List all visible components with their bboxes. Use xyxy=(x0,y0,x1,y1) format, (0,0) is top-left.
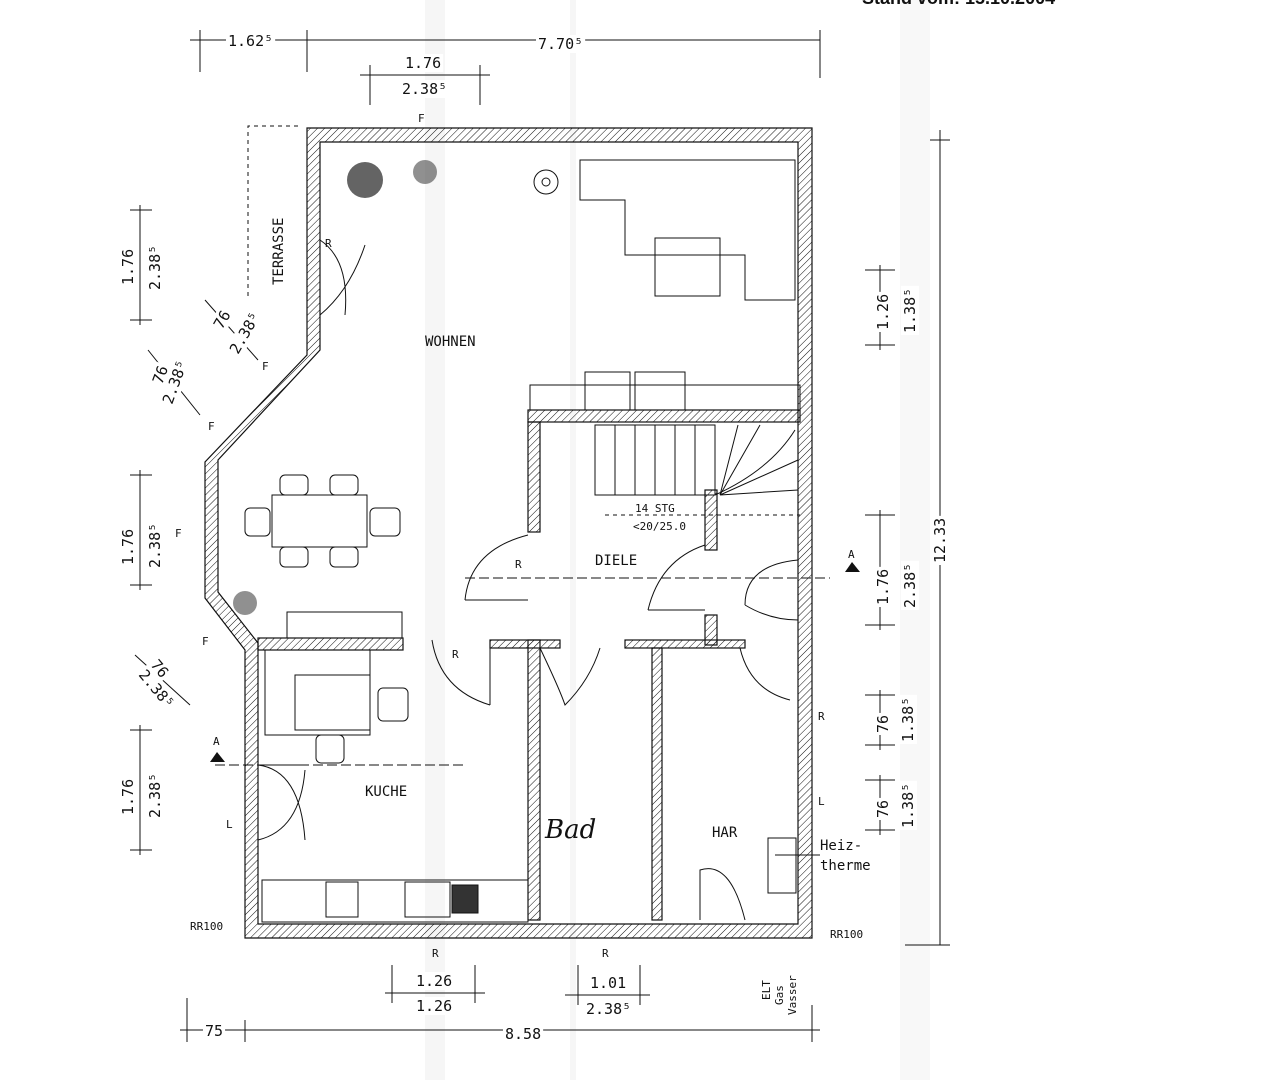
rr100-left: RR100 xyxy=(190,920,223,933)
dimension-label-backing xyxy=(119,526,137,567)
section-arrow-right-icon xyxy=(845,562,860,572)
dimension-label-backing xyxy=(536,35,586,53)
dimension-label-backing xyxy=(145,654,174,683)
dimension-label-backing xyxy=(414,972,455,990)
dimension-label-backing xyxy=(146,770,164,820)
stairs-ratio: <20/25.0 xyxy=(633,520,686,533)
dim-top-window-height: 2.38⁵ xyxy=(402,80,447,98)
dim-left2-height: 2.38⁵ xyxy=(146,523,164,568)
dim-left3-height: 2.38⁵ xyxy=(146,773,164,818)
dimension-label-backing xyxy=(874,712,892,735)
dimension-label-backing xyxy=(901,560,919,610)
dimension-label-backing xyxy=(208,305,236,334)
date-stamp: Stand vom: 15.10.2004 xyxy=(862,0,1055,8)
room-label-terrasse: TERRASSE xyxy=(271,218,287,285)
window-mark-f: F xyxy=(262,360,269,373)
room-label-bad: Bad xyxy=(544,815,596,845)
dim-right4-width: 76 xyxy=(874,800,892,818)
terrace-outline xyxy=(247,125,298,300)
section-arrow-left-icon xyxy=(210,752,225,762)
dimension-label-backing xyxy=(146,520,164,570)
room-label-wohnen: WOHNEN xyxy=(425,334,476,350)
window-mark-r: R xyxy=(432,947,439,960)
dim-right2-height: 2.38⁵ xyxy=(901,563,919,608)
dim-bottom1-width: 1.26 xyxy=(416,972,452,990)
plants xyxy=(233,160,437,615)
exterior-walls xyxy=(204,127,813,939)
room-label-kueche: KUCHE xyxy=(365,784,407,800)
dimension-label-backing xyxy=(226,32,276,50)
dimension-label-backing xyxy=(414,997,455,1015)
dimension-label-backing xyxy=(899,694,917,744)
dimension-label-backing xyxy=(203,1022,226,1040)
dimension-label-backing xyxy=(503,1025,544,1043)
dim-left1-height: 2.38⁵ xyxy=(146,245,164,290)
window-mark-f: F xyxy=(175,527,182,540)
dim-bottom2-width: 1.01 xyxy=(590,974,626,992)
room-label-diele: DIELE xyxy=(595,553,637,569)
utility-wasser: Vasser xyxy=(786,975,799,1015)
window-mark-r: R xyxy=(602,947,609,960)
dim-right1-width: 1.26 xyxy=(874,294,892,330)
dimension-label-backing xyxy=(588,974,629,992)
stairs-steps: 14 STG xyxy=(635,502,675,515)
utility-elt: ELT xyxy=(760,980,773,1000)
heiztherme-label-1: Heiz- xyxy=(820,838,862,854)
section-label-right: A xyxy=(848,548,855,561)
dim-left1-width: 1.76 xyxy=(119,249,137,285)
scan-artifacts xyxy=(425,0,930,1080)
furniture xyxy=(244,159,820,923)
rr100-right: RR100 xyxy=(830,928,863,941)
dim-bottom2-height: 2.38⁵ xyxy=(586,1000,631,1018)
dimension-label-backing xyxy=(119,776,137,817)
dimension-label-backing xyxy=(158,355,192,409)
dimension-label-backing xyxy=(931,515,949,565)
door-mark-r: R xyxy=(452,648,459,661)
dimension-label-backing xyxy=(400,80,450,98)
window-mark-l: L xyxy=(818,795,825,808)
dimension-label-backing xyxy=(133,664,180,714)
dimension-label-backing xyxy=(874,291,892,332)
dim-right4-height: 1.38⁵ xyxy=(899,783,917,828)
dim-right2-width: 1.76 xyxy=(874,569,892,605)
door-mark-r: R xyxy=(325,237,332,250)
dim-right3-width: 76 xyxy=(874,715,892,733)
window-mark-f: F xyxy=(202,635,209,648)
dim-right3-height: 1.38⁵ xyxy=(899,697,917,742)
doors xyxy=(257,239,799,921)
dim-diag1-width: 76 xyxy=(210,307,235,332)
dim-right1-height: 1.38⁵ xyxy=(901,288,919,333)
window-mark-f: F xyxy=(208,420,215,433)
heiztherme-label-2: therme xyxy=(820,858,871,874)
dimension-label-backing xyxy=(119,246,137,287)
interior-walls xyxy=(257,409,801,921)
dim-bottom1-height: 1.26 xyxy=(416,997,452,1015)
dim-left2-width: 1.76 xyxy=(119,529,137,565)
dimension-label-backing xyxy=(874,797,892,820)
room-label-har: HAR xyxy=(712,825,738,841)
door-mark-r: R xyxy=(515,558,522,571)
door-mark-r: R xyxy=(818,710,825,723)
dim-left3-width: 1.76 xyxy=(119,779,137,815)
dim-top-left: 1.62⁵ xyxy=(228,32,273,50)
dimension-label-backing xyxy=(899,780,917,830)
utility-gas: Gas xyxy=(773,985,786,1005)
dim-right-total: 12.33 xyxy=(931,518,949,563)
dim-bottom-left: 75 xyxy=(205,1022,223,1040)
dimension-label-backing xyxy=(874,566,892,607)
dim-top-total: 7.70⁵ xyxy=(538,35,583,53)
section-label-left: A xyxy=(213,735,220,748)
dim-bottom-total: 8.58 xyxy=(505,1025,541,1043)
staircase xyxy=(594,424,800,516)
dim-top-window-width: 1.76 xyxy=(405,54,441,72)
dimension-label-backing xyxy=(901,285,919,335)
dimension-label-backing xyxy=(146,242,164,292)
dimension-label-backing xyxy=(584,1000,634,1018)
window-mark-l: L xyxy=(226,818,233,831)
dimension-label-backing xyxy=(403,54,444,72)
dimension-label-backing xyxy=(224,307,266,359)
window-mark-f: F xyxy=(418,112,425,125)
